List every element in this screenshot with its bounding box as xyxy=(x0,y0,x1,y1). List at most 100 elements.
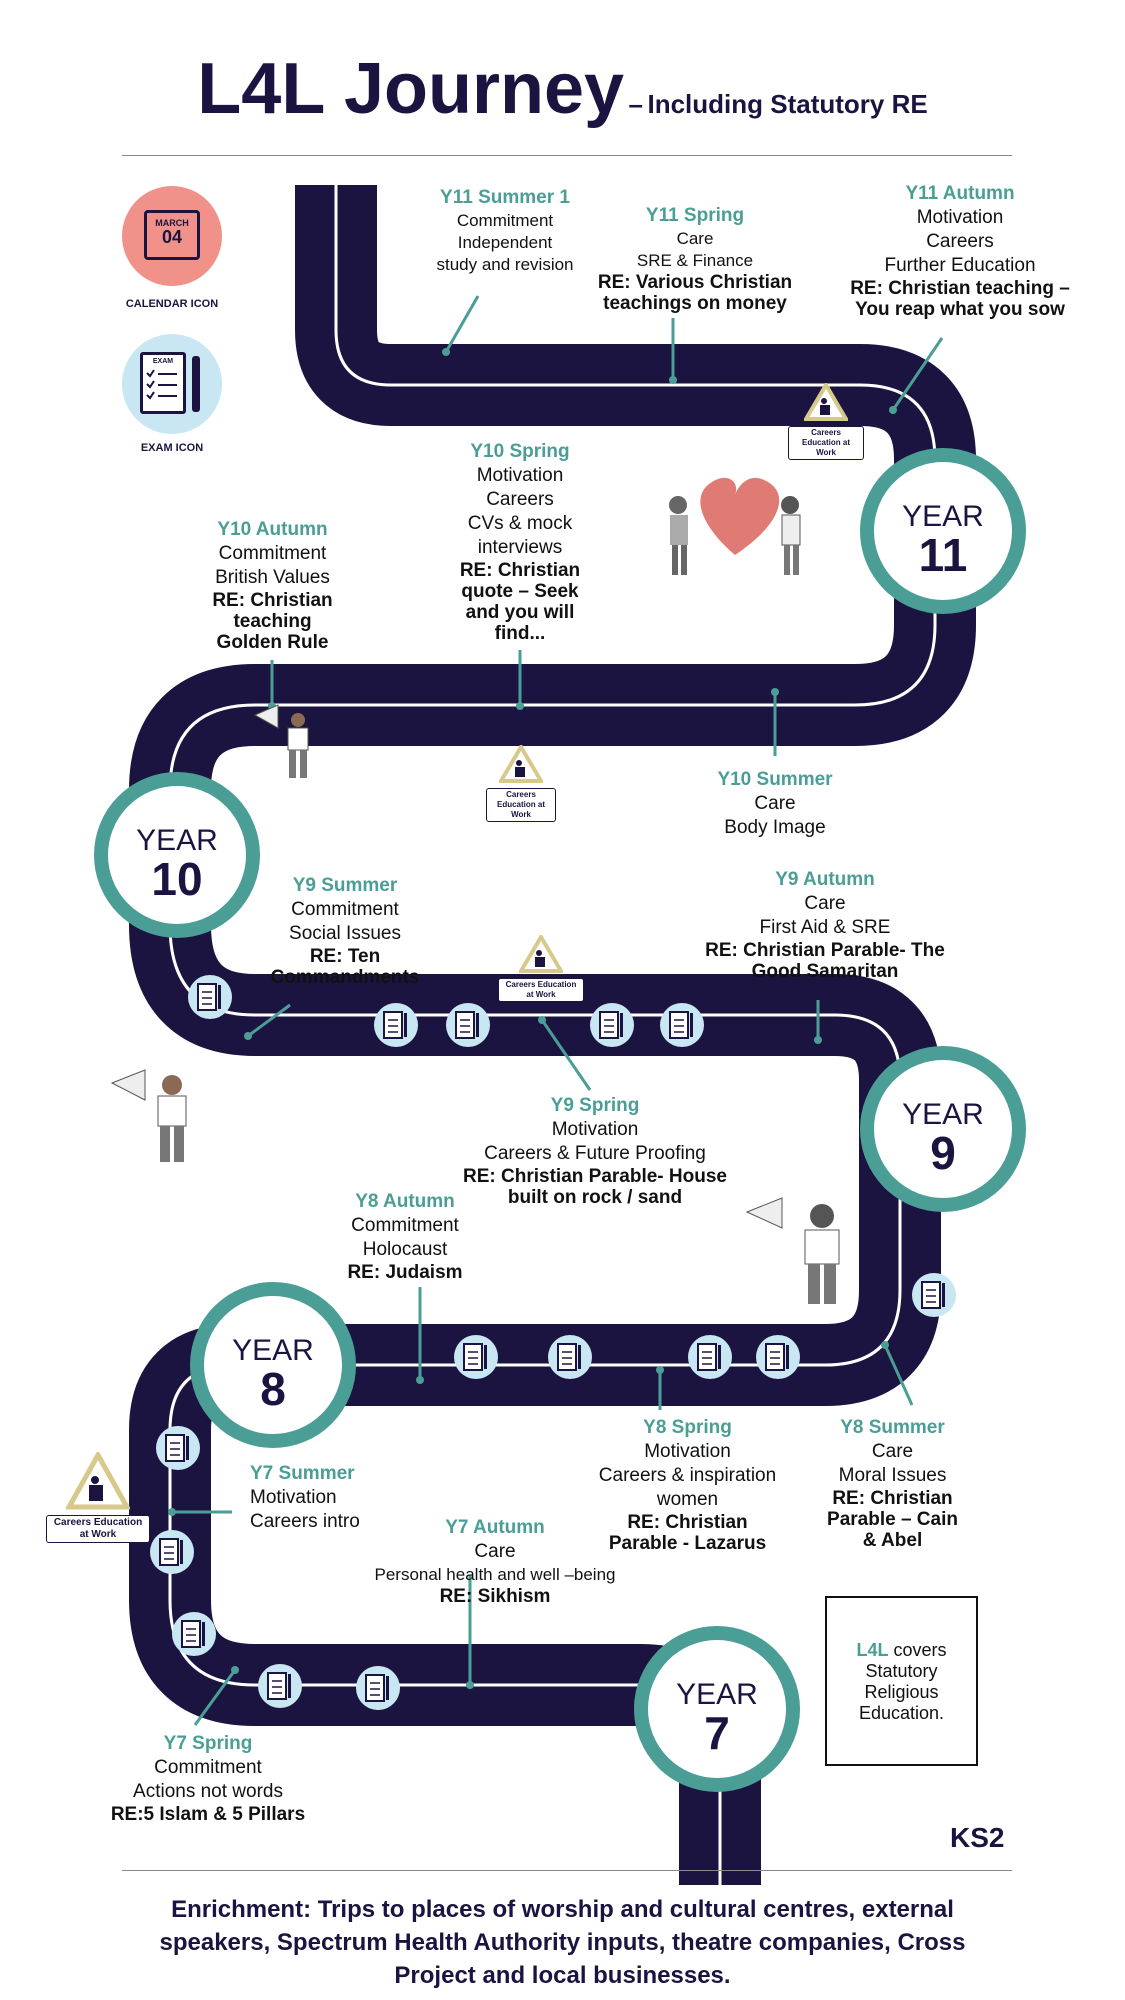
careers-sign-text: Careers Education at Work xyxy=(788,426,864,460)
careers-sign-text: Careers Education at Work xyxy=(498,978,584,1002)
year-number: 10 xyxy=(151,853,203,905)
megaphone-person-2 xyxy=(110,1069,187,1162)
exam-marker-icon xyxy=(660,1003,704,1047)
term-line: Holocaust xyxy=(362,1239,448,1260)
term-heading: Y11 Spring xyxy=(645,205,745,226)
term-re: RE: Christian xyxy=(459,560,581,581)
key-stage-label: KS2 xyxy=(950,1822,1005,1853)
exam-icon: EXAM xyxy=(122,334,222,434)
note-text: Education. xyxy=(858,1703,945,1723)
callout-y9-spring: Y9 Spring Motivation Careers & Future Pr… xyxy=(435,1094,755,1208)
enrichment-text: Enrichment: Trips to places of worship a… xyxy=(159,1896,966,1989)
careers-sign-2: Careers Education at Work xyxy=(486,743,556,822)
exam-marker-icon xyxy=(454,1335,498,1379)
connector-y9-spring xyxy=(540,1019,592,1091)
exam-checklist-icon xyxy=(146,369,177,400)
exam-paper: EXAM xyxy=(140,352,186,414)
term-line: Care xyxy=(676,229,714,248)
term-re: and you will xyxy=(465,602,575,623)
callout-y11-summer1: Y11 Summer 1 Commitment Independent stud… xyxy=(410,186,600,276)
megaphone-person-1 xyxy=(253,704,309,778)
connector-y8-summer xyxy=(883,1344,914,1406)
term-heading: Y7 Spring xyxy=(163,1733,253,1754)
term-heading: Y8 Autumn xyxy=(355,1191,455,1212)
exam-marker-icon xyxy=(590,1003,634,1047)
road-centre-line xyxy=(168,185,937,1885)
term-line: Care xyxy=(871,1441,914,1462)
connector-y11-summer1 xyxy=(444,295,480,353)
roadworks-warning-icon xyxy=(64,1449,132,1510)
term-line: Moral Issues xyxy=(838,1465,947,1486)
callout-y11-spring: Y11 Spring Care SRE & Finance RE: Variou… xyxy=(585,204,805,314)
term-line: Motivation xyxy=(476,465,564,486)
careers-sign-1: Careers Education at Work xyxy=(788,381,864,460)
callout-y8-spring: Y8 Spring Motivation Careers & inspirati… xyxy=(575,1416,800,1554)
year-number: 11 xyxy=(918,529,968,581)
exam-marker-icon xyxy=(156,1426,200,1470)
term-line: Further Education xyxy=(884,255,1036,276)
term-heading: Y9 Spring xyxy=(550,1095,640,1116)
callout-y7-spring: Y7 Spring Commitment Actions not words R… xyxy=(98,1732,318,1825)
title-block: L4L Journey – Including Statutory RE xyxy=(0,48,1125,130)
term-line: women xyxy=(656,1489,719,1510)
term-heading: Y10 Autumn xyxy=(217,519,328,540)
term-re: RE: Christian Parable- House xyxy=(463,1166,727,1187)
term-line: Careers intro xyxy=(250,1511,360,1532)
term-re: RE: Sikhism xyxy=(439,1586,551,1607)
exam-marker-icon xyxy=(188,975,232,1019)
term-line: Personal health and well –being xyxy=(374,1565,616,1584)
callout-y7-summer: Y7 Summer Motivation Careers intro xyxy=(250,1462,410,1534)
term-re: RE: Ten xyxy=(309,946,381,967)
term-re: Golden Rule xyxy=(216,632,329,653)
megaphone-person-3 xyxy=(745,1197,840,1304)
term-line: Motivation xyxy=(250,1487,337,1508)
term-line: Careers & Future Proofing xyxy=(484,1143,706,1164)
year-9-marker: YEAR 9 xyxy=(860,1046,1026,1212)
term-heading: Y7 Summer xyxy=(250,1463,355,1484)
calendar-day: 04 xyxy=(161,227,183,247)
exam-marker-icon xyxy=(912,1273,956,1317)
term-re: & Abel xyxy=(862,1530,923,1551)
careers-sign-text: Careers Education at Work xyxy=(46,1515,150,1543)
careers-sign-4: Careers Education at Work xyxy=(46,1449,150,1543)
roadworks-warning-icon xyxy=(802,381,850,421)
page-title: L4L Journey xyxy=(197,49,625,129)
roadworks-warning-icon xyxy=(517,933,565,973)
exam-marker-icon xyxy=(258,1664,302,1708)
calendar-month: MARCH xyxy=(155,218,189,228)
pencil-icon xyxy=(192,356,200,412)
term-line: Care xyxy=(474,1541,516,1562)
term-heading: Y10 Summer xyxy=(717,769,833,790)
term-re: RE: Christian xyxy=(627,1512,748,1533)
year-7-marker: YEAR 7 xyxy=(634,1626,800,1792)
year-number: 8 xyxy=(260,1363,286,1415)
exam-marker-icon xyxy=(446,1003,490,1047)
exam-marker-icon xyxy=(172,1612,216,1656)
term-re: built on rock / sand xyxy=(507,1187,683,1208)
term-line: Careers & inspiration xyxy=(598,1465,777,1486)
term-heading: Y11 Summer 1 xyxy=(440,187,570,208)
callout-y9-autumn: Y9 Autumn Care First Aid & SRE RE: Chris… xyxy=(680,868,970,982)
term-re: RE: Judaism xyxy=(347,1262,463,1283)
year-8-marker: YEAR 8 xyxy=(190,1282,356,1448)
term-re: RE: Christian xyxy=(832,1488,953,1509)
term-line: British Values xyxy=(215,567,330,588)
term-re: teaching xyxy=(233,611,312,632)
term-line: Care xyxy=(804,893,846,914)
term-re: Good Samaritan xyxy=(751,961,899,982)
note-text: Statutory xyxy=(865,1661,938,1681)
term-re: RE:5 Islam & 5 Pillars xyxy=(110,1804,306,1825)
year-number: 7 xyxy=(704,1707,730,1759)
callout-y9-summer: Y9 Summer Commitment Social Issues RE: T… xyxy=(250,874,440,988)
term-line: SRE & Finance xyxy=(636,251,754,270)
term-re: Commandments xyxy=(270,967,420,988)
callout-y7-autumn: Y7 Autumn Care Personal health and well … xyxy=(355,1516,635,1607)
term-heading: Y11 Autumn xyxy=(905,183,1015,204)
year-10-marker: YEAR 10 xyxy=(94,772,260,938)
connector-dots xyxy=(168,348,897,1689)
exam-marker-icon xyxy=(688,1335,732,1379)
connector-y9-summer xyxy=(247,1003,291,1038)
term-line: Commitment xyxy=(456,211,554,230)
careers-sign-text: Careers Education at Work xyxy=(486,788,556,822)
